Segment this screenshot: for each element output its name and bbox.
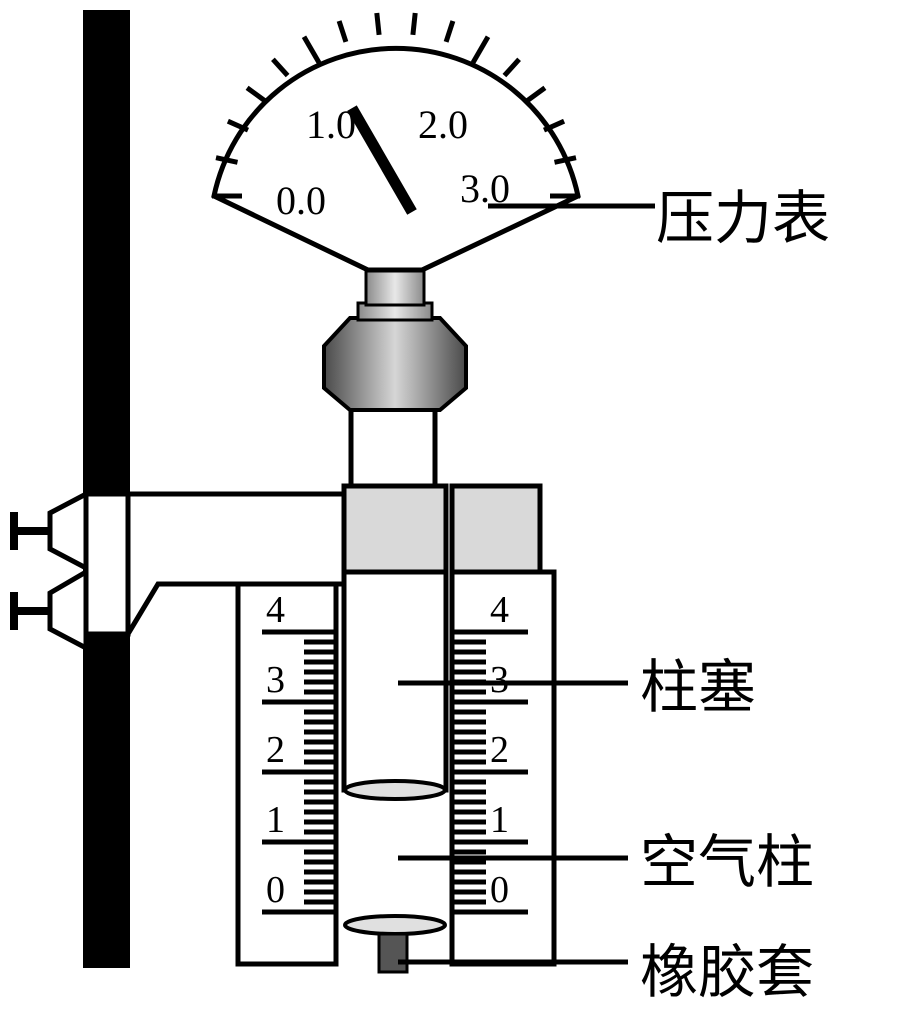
right-scale-label-3: 3 [490, 659, 509, 701]
right-scale-label-0: 0 [490, 869, 509, 911]
gauge-neck [364, 266, 426, 307]
right-scale-label-2: 2 [490, 729, 509, 771]
syringe-barrel [341, 483, 449, 575]
right-scale-labels: 4 3 2 1 0 [490, 589, 509, 911]
gauge-tick [301, 35, 322, 64]
stand-rod [83, 10, 130, 968]
clamp-knobs [47, 489, 89, 653]
callout-air-column: 空气柱 [640, 828, 814, 896]
gauge-tick [470, 35, 491, 64]
right-top-block [449, 483, 543, 575]
right-scale-ticks [452, 629, 528, 915]
gauge-label-2: 2.0 [418, 102, 468, 147]
left-scale-ticks [262, 629, 336, 915]
left-scale-label-1: 1 [266, 799, 285, 841]
gauge-tick [245, 85, 267, 103]
gauge-tick [271, 57, 290, 78]
callout-pressure-gauge: 压力表 [656, 184, 830, 252]
right-scale-label-4: 4 [490, 589, 509, 631]
left-scale-label-2: 2 [266, 729, 285, 771]
gauge-label-0: 0.0 [276, 178, 326, 223]
gauge-tick [553, 155, 577, 165]
gauge-tick [374, 12, 382, 36]
gauge-needle [347, 105, 417, 215]
connector-tube [348, 405, 438, 489]
left-scale-label-3: 3 [266, 659, 285, 701]
right-scale-label-1: 1 [490, 799, 509, 841]
gauge-label-1: 1.0 [306, 102, 356, 147]
rubber-cap-disk [343, 914, 447, 936]
gauge-tick [502, 57, 521, 78]
left-scale-label-0: 0 [266, 869, 285, 911]
gauge-ticks [212, 12, 580, 199]
left-scale-labels: 4 3 2 1 0 [266, 589, 285, 911]
gauge-tick [443, 20, 456, 43]
gauge-tick [226, 118, 250, 133]
gauge-nut [322, 316, 468, 412]
gauge-tick [336, 20, 349, 43]
callout-plunger: 柱塞 [640, 653, 756, 721]
gauge-tick [525, 85, 547, 103]
clamp-screws [10, 512, 50, 630]
gauge-tick [542, 118, 566, 133]
left-scale-label-4: 4 [266, 589, 285, 631]
callout-rubber-cap: 橡胶套 [640, 938, 814, 1006]
plunger-bottom [343, 779, 447, 801]
gauge-tick [410, 12, 418, 36]
rubber-cap [377, 932, 409, 974]
right-scale-block [449, 569, 557, 967]
gauge-dial [211, 45, 581, 273]
callout-lines [398, 203, 655, 965]
gauge-tick [215, 155, 239, 165]
